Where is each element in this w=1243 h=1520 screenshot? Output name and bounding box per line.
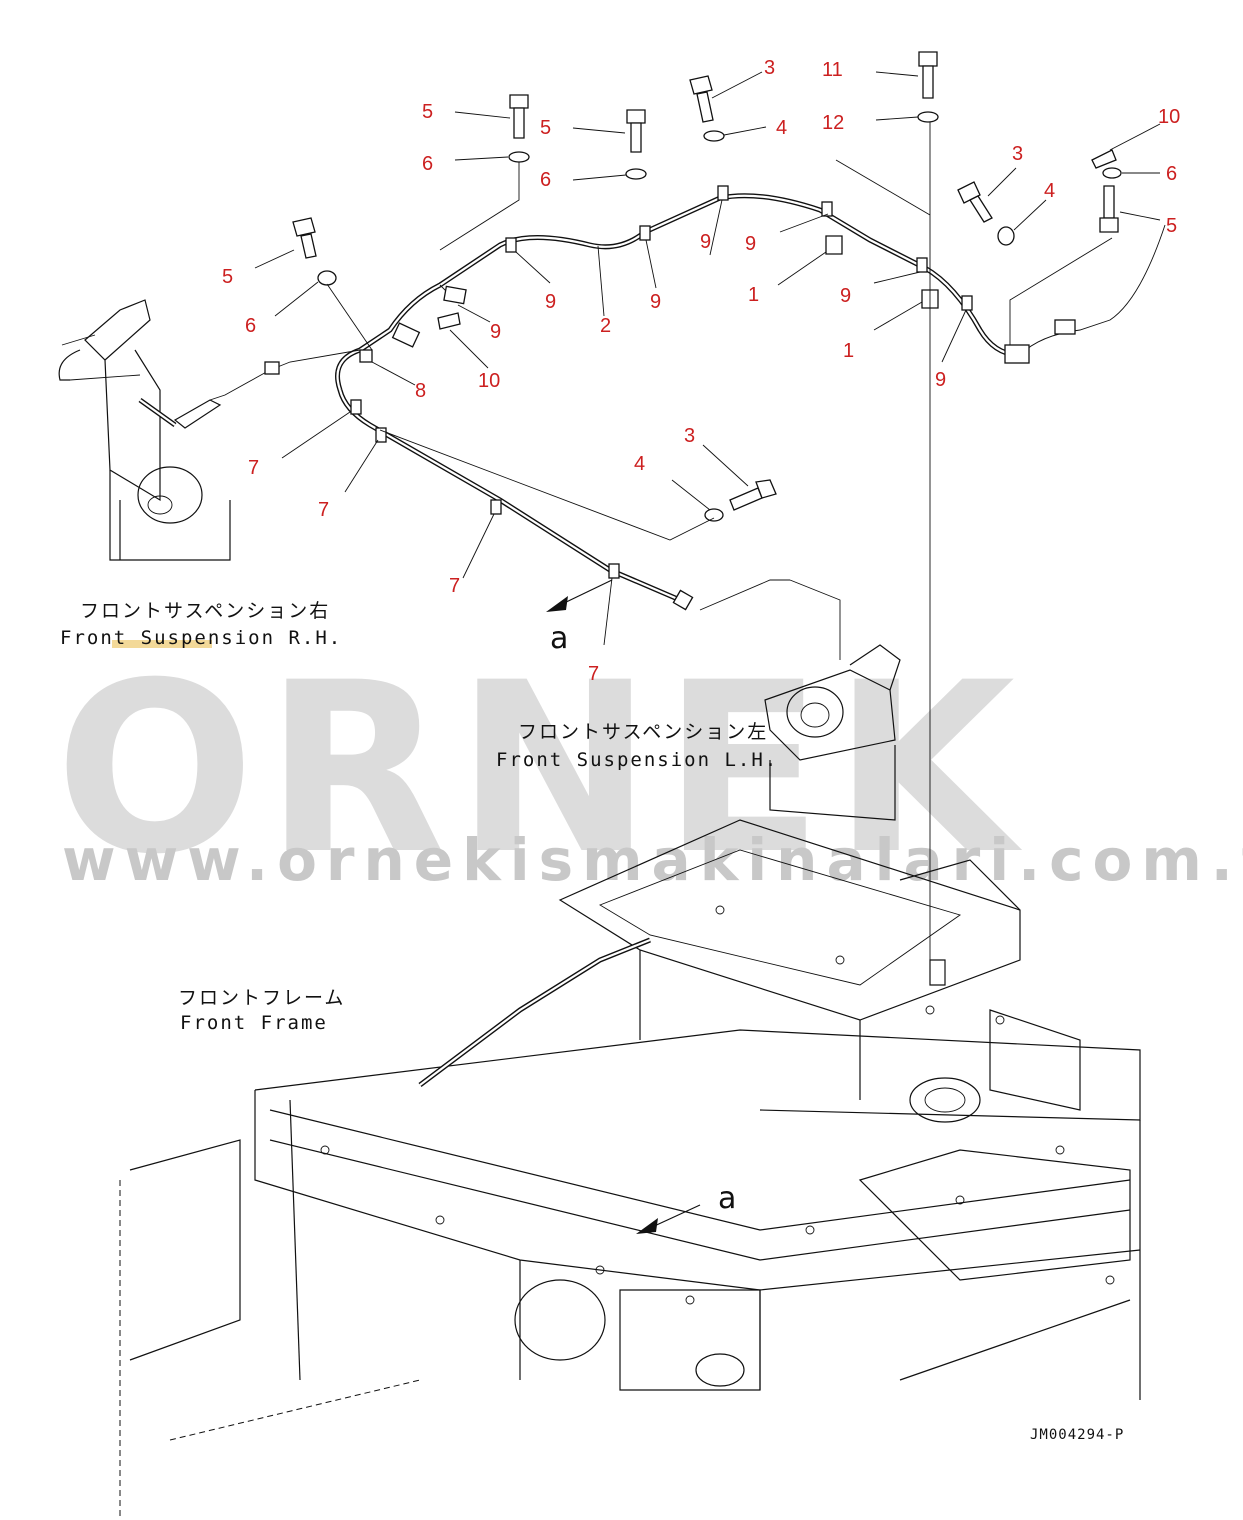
callout-9: 9: [545, 291, 556, 313]
callout-6: 6: [540, 169, 551, 191]
callout-11: 11: [822, 59, 843, 81]
callout-9: 9: [490, 321, 501, 343]
captions: フロントサスペンション右 Front Suspension R.H. フロントサ…: [60, 600, 1124, 1443]
callout-9: 9: [650, 291, 661, 313]
caption-front-suspension-rh-en: Front Suspension R.H.: [60, 627, 342, 649]
front-suspension-rh-drawing: [58, 299, 231, 561]
watermark: ORNEK www.ornekismakinalari.com.tr: [55, 633, 1243, 906]
front-suspension-lh-drawing: [699, 579, 901, 821]
view-a-label-bottom: a: [718, 1181, 736, 1216]
callout-9: 9: [935, 369, 946, 391]
callout-7: 7: [248, 457, 259, 479]
callout-3: 3: [764, 57, 775, 79]
hardware-parts: [292, 51, 1122, 960]
callout-4: 4: [1044, 180, 1055, 202]
callout-3: 3: [1012, 143, 1023, 165]
callout-6: 6: [422, 153, 433, 175]
wiring-harness-2: [209, 149, 1166, 611]
drawing-code: JM004294-P: [1030, 1427, 1124, 1443]
caption-front-suspension-lh-en: Front Suspension L.H.: [496, 749, 778, 771]
callout-7: 7: [588, 663, 599, 685]
callout-9: 9: [840, 285, 851, 307]
callout-3: 3: [684, 425, 695, 447]
caption-front-frame-jp: フロントフレーム: [178, 987, 345, 1009]
callout-4: 4: [634, 453, 645, 475]
callout-10: 10: [478, 370, 500, 392]
watermark-url: www.ornekismakinalari.com.tr: [62, 826, 1243, 894]
view-a-label-top: a: [550, 621, 568, 656]
caption-front-suspension-lh-jp: フロントサスペンション左: [518, 721, 768, 743]
callout-4: 4: [776, 117, 787, 139]
callout-10: 10: [1158, 106, 1180, 128]
watermark-brand: ORNEK: [55, 633, 1025, 906]
callout-6: 6: [245, 315, 256, 337]
callout-12: 12: [822, 112, 844, 134]
callout-9: 9: [745, 233, 756, 255]
callout-2: 2: [600, 315, 611, 337]
callout-1: 1: [843, 340, 854, 362]
callout-1: 1: [748, 284, 759, 306]
callout-7: 7: [318, 499, 329, 521]
callout-5: 5: [540, 117, 551, 139]
view-arrows: a a: [546, 579, 736, 1234]
front-frame-drawing: [119, 819, 1141, 1520]
caption-front-suspension-rh-jp: フロントサスペンション右: [80, 600, 330, 622]
callout-5: 5: [422, 101, 433, 123]
callout-6: 6: [1166, 163, 1177, 185]
caption-front-frame-en: Front Frame: [180, 1012, 328, 1034]
callout-8: 8: [415, 380, 426, 402]
callout-7: 7: [449, 575, 460, 597]
callout-numbers: 5 6 5 6 3 4 11 12 3 4 10 6 5 5 6 9 1 9 1…: [222, 57, 1180, 685]
callout-5: 5: [1166, 215, 1177, 237]
callout-5: 5: [222, 266, 233, 288]
callout-9: 9: [700, 231, 711, 253]
leader-lines: [254, 71, 1161, 646]
